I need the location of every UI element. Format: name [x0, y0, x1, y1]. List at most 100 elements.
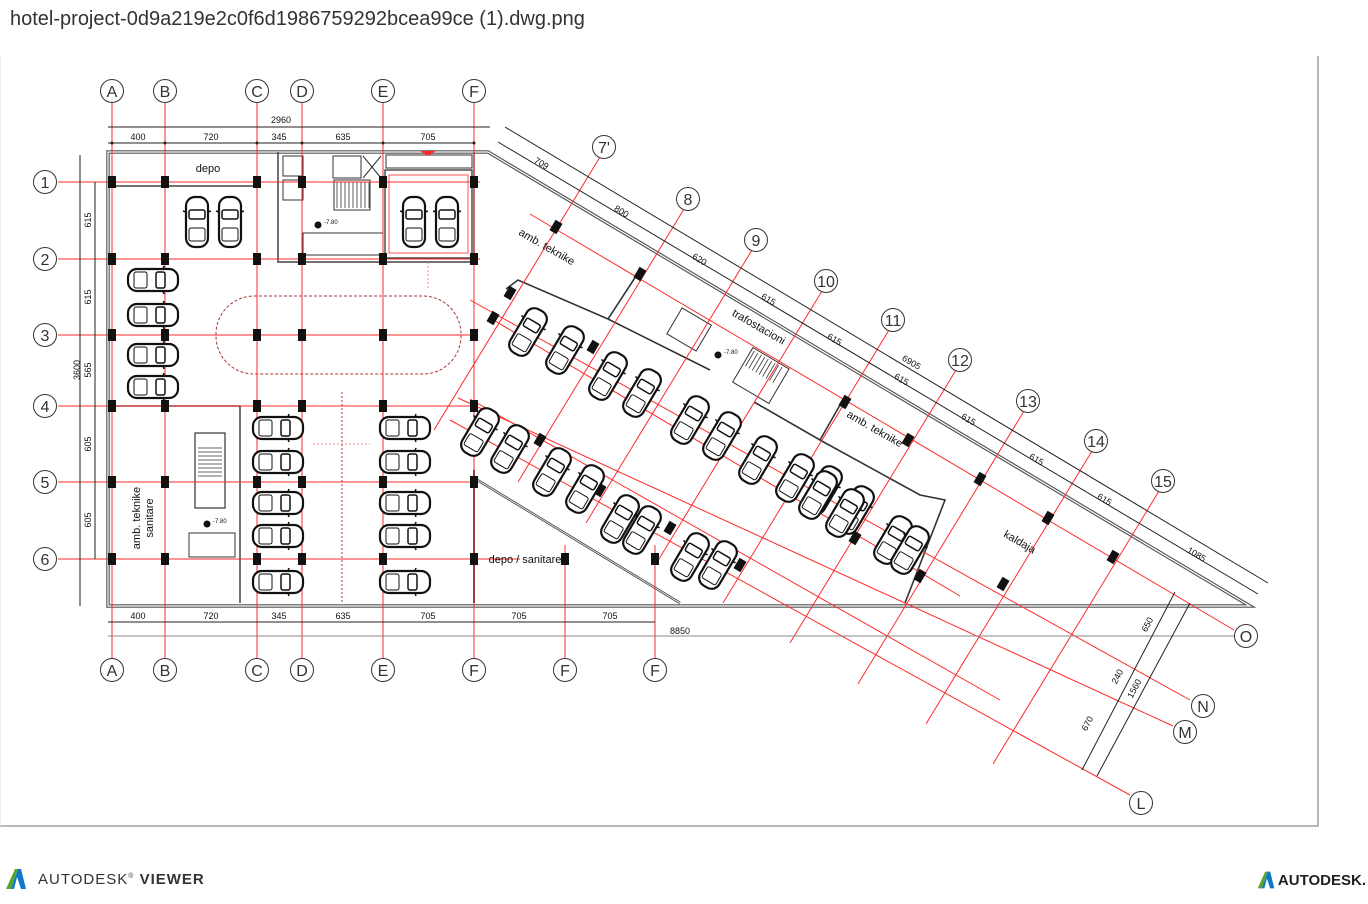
car-roof [133, 378, 148, 396]
dimension-segment-side: 240 [1109, 668, 1125, 686]
car-roof [535, 473, 556, 493]
car-roof [548, 351, 569, 371]
car-body [670, 395, 710, 445]
axis-bubble-label: 5 [41, 475, 50, 492]
axis-bubble-circle [643, 658, 667, 682]
stair-trafo [731, 346, 790, 405]
car-windshield [716, 421, 735, 438]
car-mirror [162, 365, 165, 370]
dimension-segment-bottom: 635 [335, 611, 350, 621]
car-roof [221, 227, 239, 242]
column [913, 568, 927, 584]
column [108, 176, 116, 188]
car-mirror [494, 428, 498, 431]
dimension-segment-bottom: 400 [130, 611, 145, 621]
car-mirror [869, 506, 873, 509]
axis-bubble-circle [1191, 694, 1215, 718]
car-mirror [240, 210, 245, 213]
axis-bubble-circle [1234, 624, 1258, 648]
dimension-segment-diagonal: 615 [893, 371, 911, 387]
room-label-vertical: amb. teknike [131, 487, 143, 549]
grid-line-diagonal [449, 419, 1131, 796]
dimension-segment-bottom: 705 [511, 611, 526, 621]
dimension-segment-left: 565 [83, 362, 93, 377]
car-body [798, 470, 838, 520]
car-mirror [859, 509, 863, 512]
car-windshield [789, 463, 808, 480]
dimension-total-top: 2960 [271, 115, 291, 125]
car-mirror [162, 300, 165, 305]
car-windshield [280, 419, 291, 437]
column [298, 329, 306, 341]
column [901, 432, 915, 448]
axis-bubble-bottom-D: D [290, 658, 314, 682]
autodesk-logo[interactable]: AUTODESK. [1256, 870, 1366, 890]
axis-bubble-bottom-F: F [553, 658, 577, 682]
car-roof [828, 514, 849, 534]
axis-bubble-circle [153, 658, 177, 682]
car-body [775, 453, 815, 503]
axis-bubble-circle [33, 547, 57, 571]
column [108, 476, 116, 488]
car-roof [258, 419, 273, 437]
car-windshield [407, 527, 418, 545]
axis-bubble-label: 9 [752, 233, 761, 250]
column [253, 253, 261, 265]
stair-tread [758, 358, 769, 375]
car-mirror [287, 592, 290, 597]
car-mirror [809, 474, 813, 477]
parked-car [251, 447, 305, 477]
car-mirror [287, 546, 290, 551]
column [848, 530, 862, 546]
column [161, 329, 169, 341]
axis-bubble-circle [1173, 720, 1197, 744]
car-mirror [557, 332, 562, 337]
dimension-segment-left: 615 [83, 289, 93, 304]
car-mirror [656, 526, 660, 529]
axis-bubble-circle [676, 187, 700, 211]
car-mirror [902, 532, 907, 537]
column [108, 553, 116, 565]
car-mirror [287, 567, 290, 572]
parked-car [251, 521, 305, 551]
elevation-label: -7.80 [213, 519, 227, 525]
parked-car [126, 300, 180, 330]
parked-car [588, 351, 628, 401]
axis-bubble-circle [1129, 791, 1153, 815]
car-roof [705, 437, 726, 457]
car-windshield [839, 498, 858, 515]
car-mirror [287, 447, 290, 452]
stair-tread [745, 350, 755, 367]
autodesk-viewer-logo[interactable]: AUTODESK® VIEWER [4, 868, 205, 890]
column [161, 476, 169, 488]
parked-car [215, 195, 245, 249]
grid-line-diagonal [433, 156, 601, 431]
room-label: depo / sanitare [489, 554, 562, 566]
axis-bubble-circle [33, 323, 57, 347]
car-mirror [714, 418, 719, 423]
car-roof [258, 573, 273, 591]
car-mirror [424, 210, 429, 213]
axis-bubble-label: 11 [885, 313, 902, 330]
dimension-segment-top: 705 [420, 132, 435, 142]
car-roof [493, 450, 514, 470]
car-windshield [280, 453, 291, 471]
axis-bubble-label: F [469, 663, 479, 680]
car-mirror [566, 468, 570, 471]
dimension-line-side [1081, 591, 1176, 771]
car-mirror [885, 522, 890, 527]
axis-bubble-diagonal-14: 14 [1084, 429, 1108, 453]
car-on-lift [432, 195, 462, 249]
parked-car [622, 368, 662, 418]
car-windshield [407, 419, 418, 437]
axis-bubble-bottom-A: A [100, 658, 124, 682]
dimension-segment-top: 635 [335, 132, 350, 142]
car-windshield [602, 361, 621, 378]
car-mirror [622, 372, 626, 375]
axis-bubble-circle [153, 79, 177, 103]
axis-bubble-circle [33, 247, 57, 271]
stair-tread [751, 354, 762, 371]
grid-line-diagonal [992, 490, 1160, 765]
car-roof [741, 461, 762, 481]
